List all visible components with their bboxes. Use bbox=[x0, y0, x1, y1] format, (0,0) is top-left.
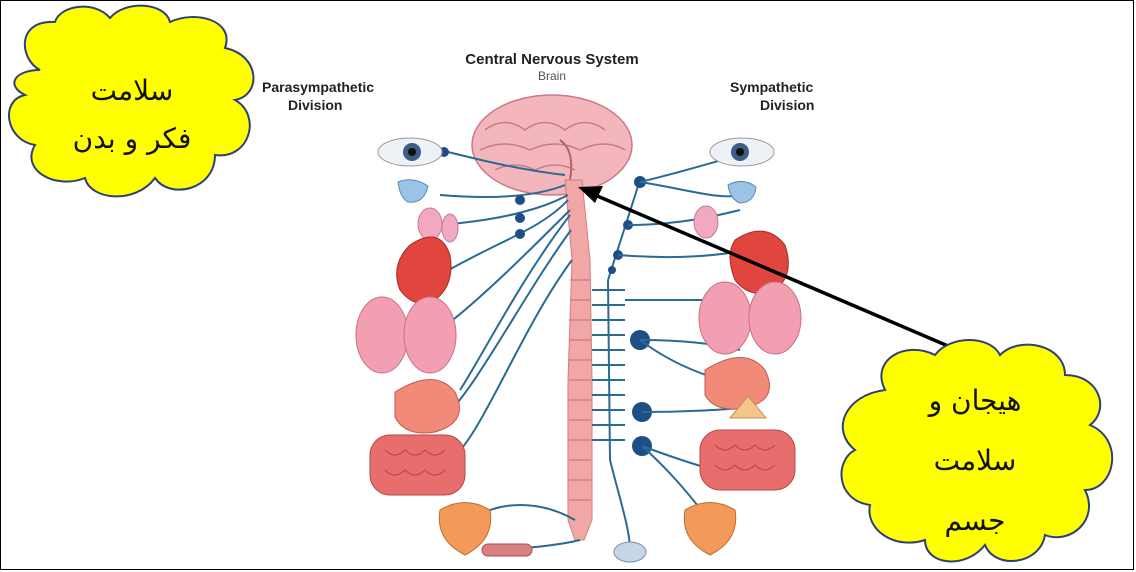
parasympathetic-nerves bbox=[439, 147, 580, 550]
intestines-icon bbox=[370, 435, 465, 495]
cloud-bottom-right: هیجان و سلامت جسم bbox=[841, 340, 1112, 561]
heart-icon bbox=[397, 237, 451, 303]
salivary-gland-right-icon bbox=[694, 206, 718, 238]
adrenal-icon bbox=[614, 542, 646, 562]
stomach-icon bbox=[395, 380, 460, 434]
lungs-icon bbox=[356, 297, 456, 373]
sympathetic-label-line1: Sympathetic bbox=[730, 79, 813, 95]
eye-icon bbox=[378, 138, 442, 166]
brain-icon bbox=[472, 95, 632, 195]
parasympathetic-label-line2: Division bbox=[288, 97, 342, 113]
sympathetic-label-line2: Division bbox=[760, 97, 814, 113]
sympathetic-chain bbox=[592, 176, 652, 460]
cloud-bottom-right-line1: هیجان و bbox=[927, 384, 1022, 417]
diagram-title: Central Nervous System bbox=[465, 51, 638, 68]
cloud-top-left-line1: سلامت bbox=[91, 74, 174, 107]
cloud-bottom-right-line3: جسم bbox=[945, 504, 1006, 537]
stomach-right-icon bbox=[705, 358, 770, 410]
genital-icon bbox=[482, 544, 532, 556]
parasympathetic-label-line1: Parasympathetic bbox=[262, 79, 374, 95]
lacrimal-gland-icon bbox=[398, 180, 428, 202]
lungs-right-icon bbox=[699, 282, 801, 354]
cloud-bottom-right-line2: سلامت bbox=[934, 444, 1017, 477]
bladder-right-icon bbox=[684, 503, 735, 556]
cloud-top-left-line2: فکر و بدن bbox=[73, 122, 192, 155]
intestines-right-icon bbox=[700, 430, 795, 490]
diagram-subtitle: Brain bbox=[538, 69, 566, 83]
eye-right-icon bbox=[710, 138, 774, 166]
cloud-top-left: سلامت فکر و بدن bbox=[9, 6, 253, 197]
lacrimal-gland-right-icon bbox=[728, 181, 756, 203]
salivary-gland-icon bbox=[418, 208, 458, 242]
